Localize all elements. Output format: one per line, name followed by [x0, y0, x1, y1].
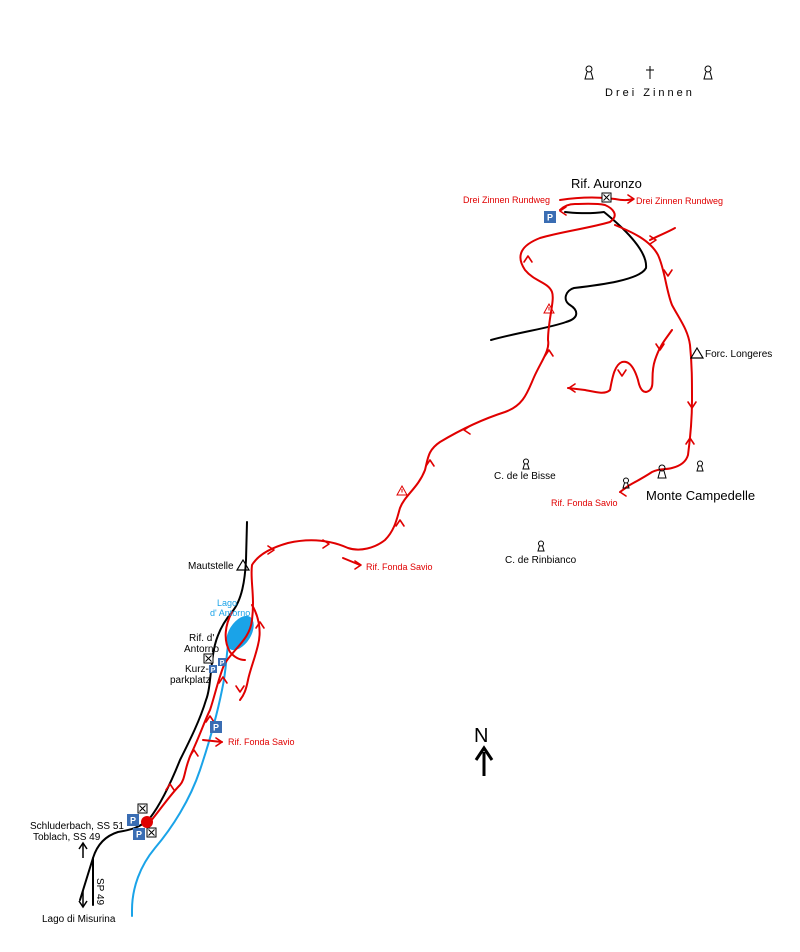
drei-zinnen-group: Drei Zinnen	[584, 65, 713, 99]
arrow-icon	[523, 255, 533, 263]
trail-lake-west	[224, 611, 246, 661]
triangle-icon	[689, 346, 705, 359]
hut-icon	[601, 192, 612, 203]
cross-icon	[646, 66, 654, 79]
water	[131, 615, 254, 917]
trail-east	[614, 224, 693, 493]
arrow-icon	[568, 383, 576, 393]
arrow-icon	[685, 437, 695, 445]
rundweg-right-label: Drei Zinnen Rundweg	[636, 196, 723, 206]
summit-icon	[537, 540, 545, 552]
start-point-icon	[141, 816, 153, 828]
warning-icon	[543, 302, 555, 314]
sp49-label: SP 49	[94, 878, 105, 905]
fonda-savio-label-2: Rif. Fonda Savio	[551, 498, 618, 508]
lago-label-line1: Lago	[217, 598, 237, 608]
svg-text:P: P	[130, 816, 136, 826]
fonda-savio-label-1: Rif. Fonda Savio	[366, 562, 433, 572]
summit-icon	[622, 477, 630, 489]
lago-di-misurina-label: Lago di Misurina	[42, 914, 116, 925]
hut-icon	[203, 653, 214, 664]
trails	[149, 196, 693, 823]
summit-icon	[696, 460, 704, 472]
arrow-icon	[267, 545, 275, 555]
road-main	[92, 521, 248, 906]
summit-icon	[522, 458, 530, 470]
arrow-icon	[663, 269, 673, 277]
triangle-icon	[235, 558, 251, 571]
arrow-icon	[235, 685, 245, 693]
mautstelle-label: Mautstelle	[188, 561, 234, 572]
summit-icon	[657, 464, 667, 479]
trail-rundweg-top	[559, 196, 634, 202]
arrow-icon	[165, 783, 175, 791]
c-de-rinbianco-label: C. de Rinbianco	[505, 555, 577, 566]
svg-text:P: P	[220, 660, 225, 667]
parking-icon: P	[210, 721, 222, 733]
arrow-icon	[687, 401, 697, 409]
arrow-icon	[544, 349, 554, 357]
hut-icon	[146, 827, 157, 838]
north-label: N	[474, 725, 488, 747]
arrow-icon	[322, 539, 330, 549]
trail-main	[149, 202, 616, 823]
small-parking-icon: P	[209, 665, 217, 674]
north-arrow: N	[474, 725, 494, 776]
monte-campedelle-label: Monte Campedelle	[646, 488, 755, 503]
c-de-le-bisse-label: C. de le Bisse	[494, 471, 556, 482]
small-parking-icon: P	[218, 658, 226, 667]
svg-text:P: P	[547, 213, 553, 223]
stream	[131, 644, 229, 917]
rif-antorno-line2: Antorno	[184, 644, 219, 655]
arrows	[165, 194, 697, 791]
toblach-label: Toblach, SS 49	[33, 832, 101, 843]
forc-longeres-label: Forc. Longeres	[705, 349, 772, 360]
arrow-icon	[215, 737, 223, 747]
fonda-savio-label-3: Rif. Fonda Savio	[228, 737, 295, 747]
arrow-down-icon	[78, 890, 88, 909]
trail-east-spur	[649, 227, 676, 241]
arrow-icon	[218, 676, 228, 684]
arrow-icon	[255, 621, 265, 629]
kurz-label-line2: parkplatz	[170, 675, 211, 686]
trail-spur-fonda-3	[202, 739, 223, 743]
lago-label-line2: d' Antorno	[210, 608, 250, 618]
parking-icon: P	[127, 814, 139, 826]
arrow-icon	[205, 715, 215, 723]
svg-text:P: P	[211, 667, 216, 674]
parking-icon: P	[544, 211, 556, 223]
arrow-icon	[655, 343, 665, 351]
arrow-icon	[354, 560, 362, 570]
summit-icon	[584, 65, 594, 80]
warning-icon	[396, 484, 408, 496]
arrow-icon	[559, 206, 567, 216]
rif-antorno-line1: Rif. d'	[189, 633, 214, 644]
kurz-label-line1: Kurz-	[185, 664, 209, 675]
rif-auronzo-label: Rif. Auronzo	[571, 176, 642, 191]
road-sp49	[79, 857, 94, 901]
trail-loop	[567, 329, 673, 394]
schluderbach-label: Schluderbach, SS 51	[30, 821, 124, 832]
arrow-icon	[649, 235, 657, 245]
arrow-icon	[617, 369, 627, 377]
hut-icon	[137, 803, 148, 814]
arrow-icon	[463, 425, 471, 435]
parking-icon: P	[133, 828, 145, 840]
trail-spur-fonda-1	[342, 557, 361, 566]
arrow-icon	[189, 749, 199, 757]
arrow-icon	[425, 459, 435, 467]
arrow-icon	[395, 519, 405, 527]
lago-d-antorno	[226, 615, 254, 651]
arrow-icon	[619, 487, 627, 497]
map-title: Drei Zinnen	[605, 87, 695, 99]
svg-text:P: P	[136, 830, 142, 840]
rundweg-left-label: Drei Zinnen Rundweg	[463, 195, 550, 205]
arrow-up-icon	[78, 841, 88, 858]
summit-icon	[703, 65, 713, 80]
arrow-icon	[627, 194, 635, 204]
svg-text:P: P	[213, 723, 219, 733]
road-upper	[490, 211, 648, 341]
